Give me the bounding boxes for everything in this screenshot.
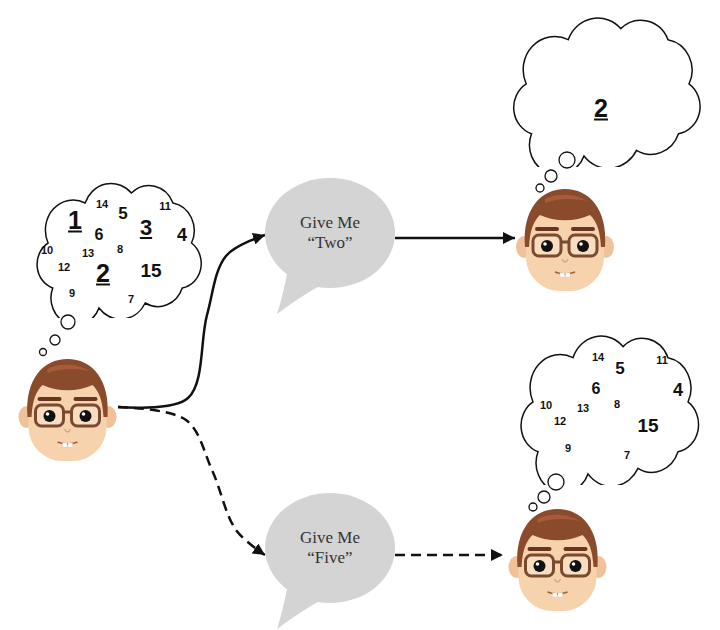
thought-puff (545, 170, 557, 182)
thought-number: 7 (128, 294, 134, 305)
thought-number: 2 (96, 261, 110, 286)
thought-number: 10 (41, 245, 53, 256)
thought-cloud-figure (10, 175, 215, 467)
thought-number: 12 (554, 416, 566, 427)
thought-number: 5 (118, 205, 127, 222)
thought-number: 14 (96, 199, 108, 210)
speech-balloon (265, 178, 395, 288)
thought-puff (40, 349, 47, 356)
thought-number: 15 (140, 261, 161, 280)
thought-number: 13 (82, 248, 94, 259)
thought-puff (548, 474, 564, 490)
thought-number: 8 (117, 244, 123, 255)
thinking-person: 2 (495, 10, 713, 300)
speech-bubble: Give Me “Two” (265, 178, 395, 318)
thought-number: 8 (614, 399, 620, 410)
speech-bubble: Give Me “Five” (265, 493, 395, 630)
thought-cloud (37, 184, 201, 325)
speech-text: Give Me “Five” (284, 528, 376, 569)
thought-number: 14 (592, 352, 604, 363)
thought-number: 15 (637, 416, 658, 435)
thought-puff (529, 503, 537, 511)
thought-puff (50, 335, 60, 345)
speech-balloon (265, 493, 395, 603)
thought-puff (538, 491, 550, 503)
thought-number: 3 (140, 217, 152, 239)
thought-number: 6 (95, 227, 104, 243)
speech-text: Give Me “Two” (284, 213, 376, 254)
thought-number: 5 (615, 360, 624, 377)
thought-number: 7 (624, 450, 630, 461)
person-face (516, 189, 614, 291)
thought-cloud (521, 336, 699, 493)
thought-cloud-figure (500, 325, 712, 620)
person-face (509, 509, 607, 611)
thought-number: 4 (177, 226, 187, 244)
solid-arrow (395, 237, 515, 240)
thought-number: 4 (673, 381, 683, 399)
thought-number: 13 (577, 403, 589, 414)
thinking-person: 1 14 5 11 10 6 3 4 13 8 12 2 15 9 7 (10, 175, 215, 467)
thought-puff (536, 184, 544, 192)
thought-puff (559, 152, 575, 168)
dashed-arrow (395, 554, 503, 557)
thought-number: 11 (656, 355, 668, 366)
thought-puff (61, 315, 75, 329)
thought-cloud-figure (495, 10, 713, 300)
thought-number: 9 (565, 443, 571, 454)
thought-cloud (514, 18, 700, 175)
thought-number: 9 (69, 288, 75, 299)
person-face (19, 359, 117, 461)
thought-number: 1 (68, 208, 82, 233)
dashed-arrow (118, 407, 265, 555)
thought-number: 10 (540, 400, 552, 411)
thought-number: 2 (594, 96, 608, 121)
thought-number: 11 (159, 201, 171, 212)
thinking-person: 14 5 11 6 4 10 13 8 12 15 9 7 (500, 325, 712, 620)
thought-number: 12 (58, 262, 70, 273)
thought-number: 6 (592, 381, 601, 397)
